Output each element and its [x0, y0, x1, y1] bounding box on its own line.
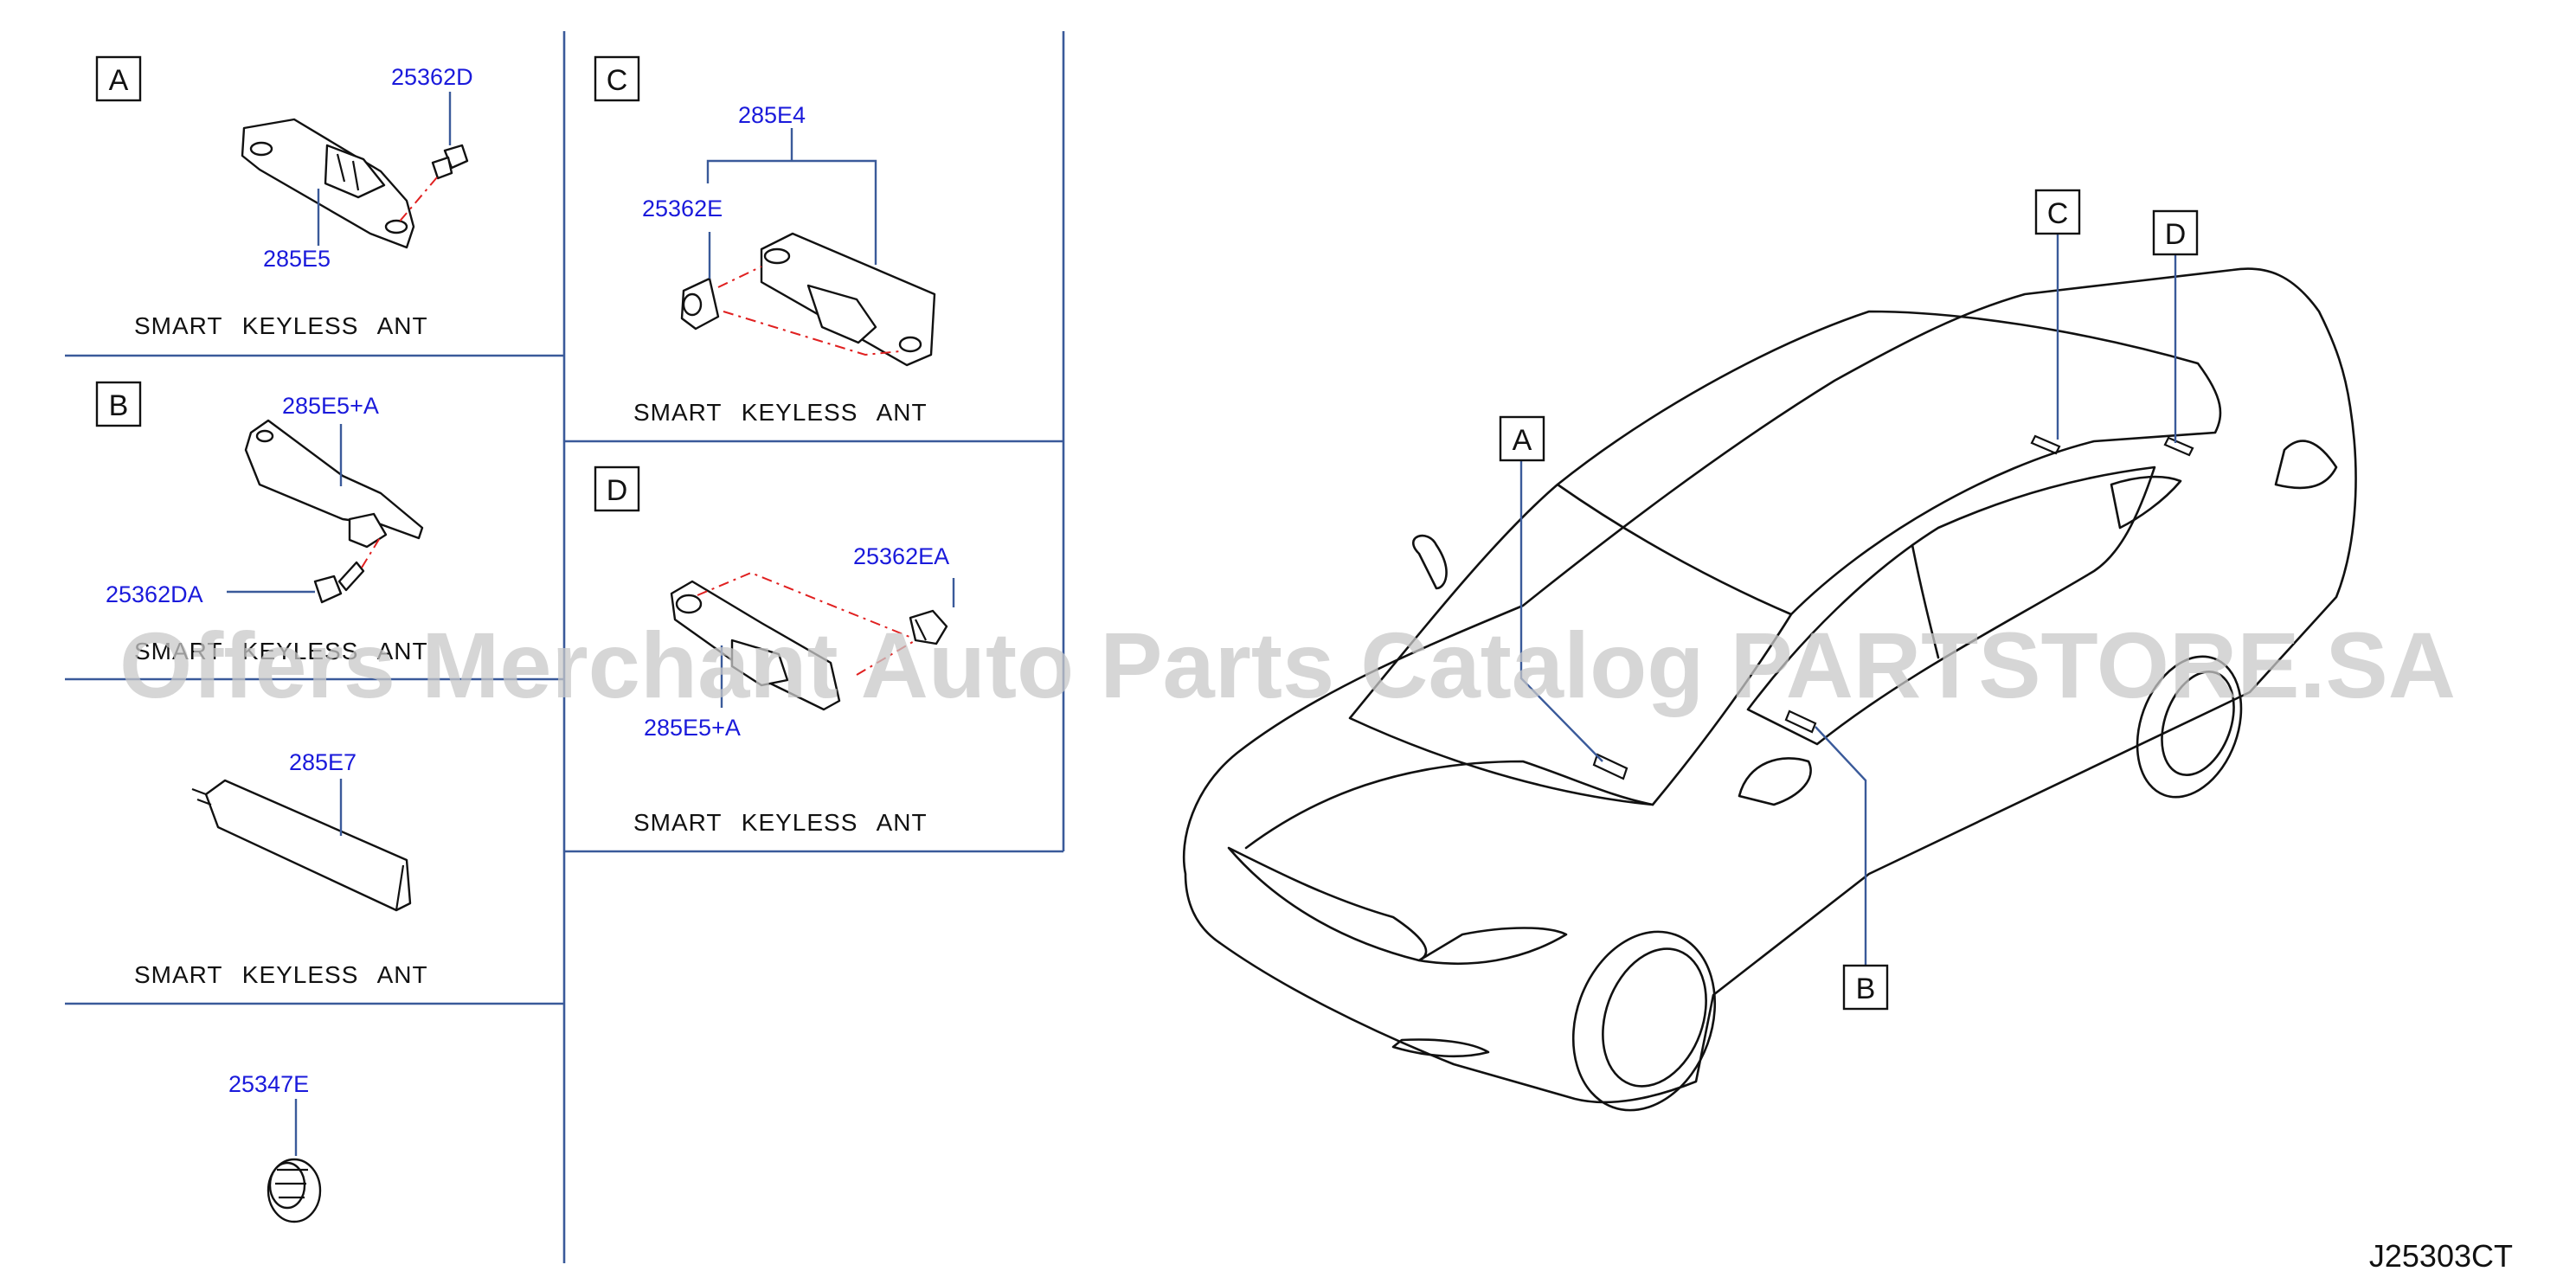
car-front-wheel-inner — [1602, 947, 1707, 1088]
panel-b-label-box — [95, 381, 142, 427]
part-number-25362da: 25362DA — [106, 581, 203, 607]
antenna-bracket-b — [244, 419, 424, 549]
car-mirror — [1738, 757, 1812, 806]
car-front-wheel — [1571, 930, 1717, 1112]
antenna-bracket-d — [670, 580, 841, 711]
antenna-mark-c — [2030, 434, 2061, 455]
car-hood-line — [1244, 760, 1654, 850]
panel-c-caption: SMART KEYLESS ANT — [633, 399, 928, 426]
car-leader-b — [1815, 726, 1867, 966]
antenna-mark-a — [1592, 753, 1628, 780]
car-callout-a-box — [1499, 415, 1545, 462]
antenna-bracket-c — [760, 232, 936, 367]
diagram-code: J25303CT — [2369, 1238, 2513, 1274]
panel-c-letter: C — [607, 64, 628, 97]
assembly-line-a — [397, 177, 438, 224]
part-number-285e7: 285E7 — [289, 749, 357, 775]
part-number-285e5: 285E5 — [263, 246, 331, 272]
car-callout-c-box — [2034, 189, 2081, 235]
panel-e-caption: SMART KEYLESS ANT — [134, 961, 428, 988]
panel-a: A 25362D 285E5 SMART KEYLESS ANT — [95, 55, 473, 339]
panel-f: 25347E — [228, 1071, 322, 1223]
car-callout-c: C — [2047, 197, 2069, 230]
car-rear-wheel — [2136, 655, 2243, 799]
car-callout-b: B — [1856, 973, 1876, 1005]
panel-d-label-box — [594, 465, 640, 512]
screw-25362da — [313, 561, 365, 604]
part-number-25362d: 25362D — [391, 64, 473, 90]
car-b-pillar — [1911, 543, 1940, 659]
panel-d-caption: SMART KEYLESS ANT — [633, 809, 928, 836]
panel-d: D 25362EA 285E5+A SMART KEYLESS ANT — [594, 465, 955, 836]
antenna-mark-b — [1784, 709, 1817, 734]
panel-b: B 285E5+A 25362DA SMART KEYLESS ANT — [95, 381, 428, 664]
panel-dividers — [65, 31, 1065, 1263]
panel-a-label-box — [95, 55, 142, 102]
assembly-line-c — [717, 266, 901, 356]
car-rear-wheel-inner — [2161, 671, 2235, 776]
clip-25362ea — [909, 609, 948, 645]
antenna-rod-285e7 — [191, 779, 412, 912]
panel-b-caption: SMART KEYLESS ANT — [134, 638, 428, 664]
antenna-mark-d — [2163, 436, 2194, 457]
panel-b-letter: B — [109, 389, 129, 422]
car-headlight — [1417, 927, 1568, 965]
watermark-text: Offers Merchant Auto Parts Catalog PARTS… — [119, 613, 2456, 717]
panel-e: 285E7 SMART KEYLESS ANT — [134, 749, 428, 988]
part-number-285e4: 285E4 — [738, 102, 806, 128]
car-callout-b-box — [1842, 964, 1889, 1011]
part-number-25362e: 25362E — [642, 196, 723, 221]
clip-25347e — [267, 1158, 322, 1223]
panel-d-letter: D — [607, 474, 628, 507]
clip-25362e — [680, 277, 720, 331]
car-callout-a: A — [1513, 424, 1532, 457]
assembly-line-d — [697, 571, 916, 676]
panel-c: C 285E4 25362E SMART KEYLESS ANT — [594, 55, 936, 426]
panel-c-label-box — [594, 55, 640, 102]
panel-a-caption: SMART KEYLESS ANT — [134, 312, 428, 339]
car-fog-light — [1391, 1038, 1490, 1058]
car-illustration: A B C D — [1182, 189, 2357, 1112]
car-hood-mirror — [1412, 534, 1448, 590]
car-rear-window — [2110, 475, 2182, 530]
part-number-25347e: 25347E — [228, 1071, 309, 1097]
part-number-285e5-plus-a: 285E5+A — [282, 393, 379, 419]
car-side-windows — [1746, 465, 2156, 746]
part-number-25362ea: 25362EA — [853, 543, 949, 569]
car-grille — [1227, 846, 1428, 962]
car-callout-d-box — [2152, 209, 2199, 256]
car-callout-d: D — [2165, 218, 2187, 251]
screw-25362d — [431, 144, 469, 180]
part-number-285e5-plus-a-d: 285E5+A — [644, 715, 741, 741]
panel-a-letter: A — [109, 64, 129, 97]
car-body — [1182, 267, 2357, 1104]
car-taillight — [2274, 440, 2338, 490]
car-leader-a — [1519, 460, 1603, 762]
assembly-line-b — [361, 536, 382, 568]
car-roof — [1556, 310, 2222, 616]
antenna-bracket-a — [241, 118, 415, 249]
